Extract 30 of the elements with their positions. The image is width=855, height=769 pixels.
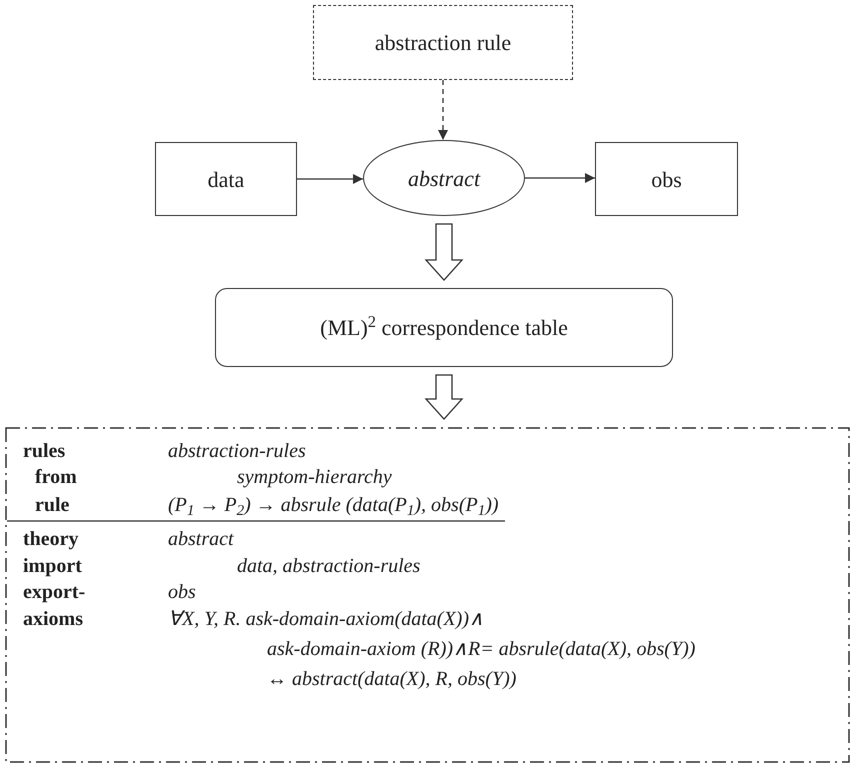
keyword-label: axioms — [23, 607, 83, 631]
node-label: obs — [651, 166, 682, 194]
keyword-label: import — [23, 554, 82, 578]
specification-text: ∀X, Y, R. ask-domain-axiom(data(X))∧ — [168, 607, 484, 631]
keyword-label: rule — [35, 493, 70, 517]
keyword-label: from — [35, 465, 77, 489]
specification-panel — [5, 427, 850, 763]
arrow — [297, 174, 363, 184]
specification-text: ↔ abstract(data(X), R, obs(Y)) — [267, 667, 516, 691]
specification-text: obs — [168, 580, 196, 604]
keyword-label: theory — [23, 527, 79, 551]
node-label: data — [208, 166, 244, 194]
output-box — [595, 142, 738, 216]
arrow — [525, 173, 595, 183]
block-arrow — [424, 374, 464, 420]
keyword-label: rules — [23, 439, 66, 463]
node-label: (ML)$^{2}$ correspondence table — [320, 311, 568, 342]
specification-text: abstraction-rules — [168, 439, 306, 463]
node-label: abstract — [408, 164, 480, 192]
node-label: abstraction rule — [374, 29, 512, 57]
specification-text: abstract — [168, 527, 234, 551]
specification-text: (P$_{1}$ → P$_{2}$) → absrule (data(P$_{1}$), obs(P$_{1}$)) — [168, 493, 499, 517]
keyword-label: export- — [23, 580, 86, 604]
block-arrow — [424, 223, 464, 281]
table-box — [215, 288, 673, 367]
specification-text: symptom-hierarchy — [237, 465, 392, 489]
arrow — [438, 80, 448, 140]
specification-text: data, abstraction-rules — [237, 554, 420, 578]
data-box — [155, 142, 297, 216]
specification-text: ask-domain-axiom (R))∧R= absrule(data(X), obs(Y)) — [267, 637, 696, 661]
